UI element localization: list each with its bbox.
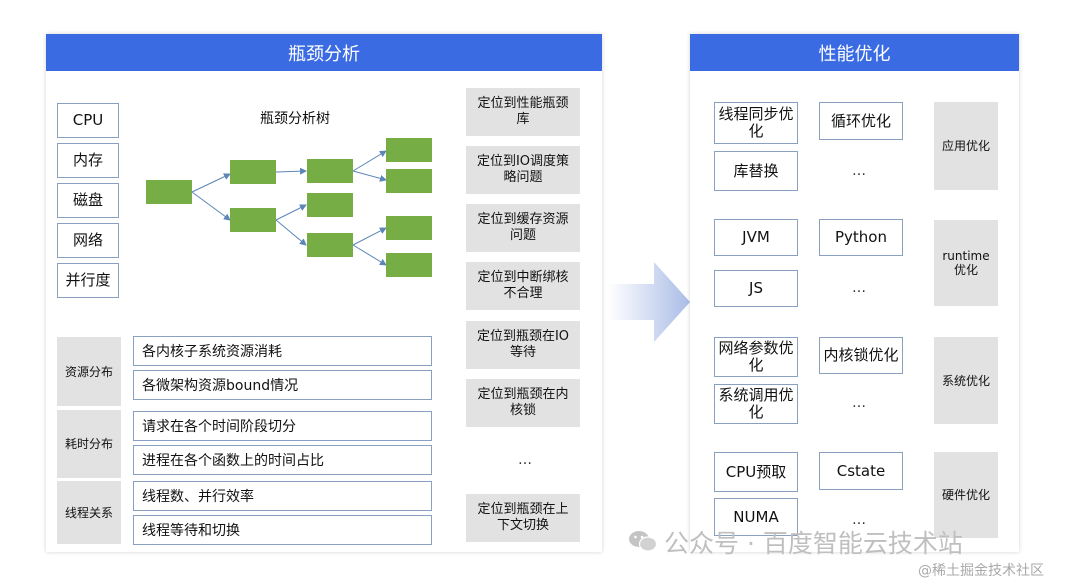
location-box-3: 定位到缓存资源问题 xyxy=(466,204,580,252)
wechat-icon xyxy=(628,528,658,554)
resource-box-memory: 内存 xyxy=(57,143,119,178)
tree-node-root xyxy=(146,180,192,204)
bottleneck-tree-connectors xyxy=(191,150,387,266)
opt-item-kernel-lock: 内核锁优化 xyxy=(819,337,903,374)
performance-optimization-panel: 性能优化 线程同步优化 循环优化 库替换 … 应用优化 JVM Python J… xyxy=(690,34,1019,552)
tree-node-l3-a xyxy=(386,138,432,162)
resource-box-network: 网络 xyxy=(57,223,119,258)
location-box-6: 定位到瓶颈在内核锁 xyxy=(466,379,580,427)
tree-node-l3-c xyxy=(386,216,432,240)
opt-item-python: Python xyxy=(819,219,903,256)
tree-node-l2-c xyxy=(307,233,353,257)
tree-node-l3-b xyxy=(386,169,432,193)
location-box-8: 定位到瓶颈在上下文切换 xyxy=(466,494,580,542)
opt-item-thread-sync: 线程同步优化 xyxy=(714,102,798,144)
group-item-request-time-slice: 请求在各个时间阶段切分 xyxy=(133,411,432,441)
bottleneck-analysis-panel: 瓶颈分析 CPU 内存 磁盘 网络 并行度 瓶颈分析树 定位到性 xyxy=(46,34,602,552)
group-item-subsystem-consumption: 各内核子系统资源消耗 xyxy=(133,336,432,366)
watermark-sub: @稀土掘金技术社区 xyxy=(918,563,1044,579)
group-label-thread-relations: 线程关系 xyxy=(57,481,121,544)
opt-item-loop: 循环优化 xyxy=(819,102,903,140)
opt-item-lib-replace: 库替换 xyxy=(714,151,798,191)
performance-optimization-header: 性能优化 xyxy=(690,34,1019,71)
watermark-main: 公众号 · 百度智能云技术站 xyxy=(664,529,963,558)
opt-category-application: 应用优化 xyxy=(934,102,998,190)
group-item-thread-wait-switch: 线程等待和切换 xyxy=(133,515,432,545)
tree-node-l2-b xyxy=(307,193,353,217)
bottleneck-analysis-header: 瓶颈分析 xyxy=(46,34,602,71)
opt-row1-ellipsis: … xyxy=(852,163,867,179)
opt-item-numa: NUMA xyxy=(714,498,798,536)
opt-row4-ellipsis: … xyxy=(852,512,867,528)
opt-item-network-params: 网络参数优化 xyxy=(714,337,798,377)
location-box-4: 定位到中断绑核不合理 xyxy=(466,262,580,310)
group-label-resource-distribution: 资源分布 xyxy=(57,337,121,406)
tree-node-l2-a xyxy=(307,159,353,183)
tree-node-l3-d xyxy=(386,253,432,277)
opt-item-syscall: 系统调用优化 xyxy=(714,384,798,424)
group-item-function-time-ratio: 进程在各个函数上的时间占比 xyxy=(133,445,432,475)
opt-item-js: JS xyxy=(714,270,798,307)
opt-item-cstate: Cstate xyxy=(819,452,903,490)
resource-box-cpu: CPU xyxy=(57,103,119,138)
group-item-thread-count: 线程数、并行效率 xyxy=(133,481,432,511)
resource-box-parallelism: 并行度 xyxy=(57,263,119,298)
opt-category-system: 系统优化 xyxy=(934,337,998,424)
location-box-5: 定位到瓶颈在IO等待 xyxy=(466,321,580,369)
opt-row3-ellipsis: … xyxy=(852,395,867,411)
group-item-microarch-bound: 各微架构资源bound情况 xyxy=(133,370,432,400)
opt-row2-ellipsis: … xyxy=(852,280,867,296)
opt-item-jvm: JVM xyxy=(714,219,798,256)
location-box-2: 定位到IO调度策略问题 xyxy=(466,146,580,194)
flow-arrow-icon xyxy=(608,262,690,342)
opt-item-cpu-prefetch: CPU预取 xyxy=(714,452,798,492)
opt-category-runtime: runtime优化 xyxy=(934,220,998,306)
location-box-1: 定位到性能瓶颈库 xyxy=(466,88,580,136)
resource-box-disk: 磁盘 xyxy=(57,183,119,218)
group-label-time-distribution: 耗时分布 xyxy=(57,410,121,478)
tree-title: 瓶颈分析树 xyxy=(260,111,330,127)
tree-node-l1-a xyxy=(230,160,276,184)
tree-node-l1-b xyxy=(230,208,276,232)
location-ellipsis: … xyxy=(518,452,533,468)
opt-category-hardware: 硬件优化 xyxy=(934,452,998,538)
